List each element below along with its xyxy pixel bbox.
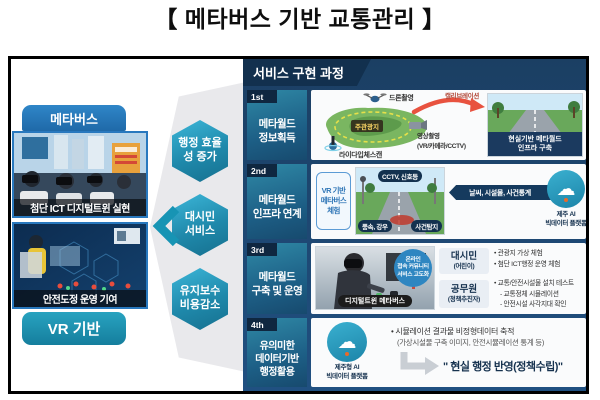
safety-caption: 안전도정 운영 기여 [14,290,146,307]
classroom-vr-photo: 첨단 ICT 디지털트윈 실현 [12,131,148,218]
calibration-label: 캘리브레이션 [445,93,480,100]
official-bullet-1: • 교통/안전시설물 설치 테스트 [494,280,574,287]
vr-label-box: VR 기반 [22,312,126,345]
jeju-ai-platform-caption: 제주 AI 빅데이터 플랫폼 [545,211,586,227]
drone-icon [363,93,387,103]
policy-quote: " 현실 행정 반영(정책수립)" [443,361,563,373]
sim-data-subnote: (가상시설물 구축 이미지, 안전시뮬레이션 통계 등) [397,338,545,347]
stage4-card: ☁ 제주형 AI 빅데이터 플랫폼 • 시뮬레이션 결과물 비정형데이터 축적 … [311,318,586,387]
incident-detect-tag: 사건탐지 [411,220,442,232]
community-service-badge: 온라인 접속 커뮤니티 서비스 고도화 [394,249,432,287]
citizen-group-name: 대시민 [450,251,478,263]
cloud-dot [345,352,349,356]
stage2-card: VR 기반 메타버스 체험 CCTV, 신호등 풍속, 강우 사건탐지 날씨, … [311,164,586,239]
cloud-icon: ☁ [547,170,585,208]
data-banner: 날씨, 시설물, 사건통계 [449,185,551,200]
stage3-card: 온라인 접속 커뮤니티 서비스 고도화 디지털트윈 메타버스 대시민 (어린이)… [311,243,586,314]
stage1-tag: 1st [247,90,277,103]
citizen-group-sub: (어린이) [453,262,475,270]
calibration-arrow-icon [411,97,485,115]
chevron-left-icon [152,204,180,253]
result-caption: 현실기반 메타월드 인프라 구축 [488,132,582,156]
metaverse-road-photo: CCTV, 신호등 풍속, 강우 사건탐지 [355,167,445,235]
process-panel-header: 서비스 구현 과정 [243,59,371,86]
video-capture-label: 영상촬영 (VR/카메라/CCTV) [417,133,466,150]
flow-arrow-icon [400,352,439,375]
vr-experience-box: VR 기반 메타버스 체험 [316,172,351,230]
citizen-bullet-1: • 관광지 가상 체험 [494,250,543,257]
citizen-bullet-2: • 첨단 ICT행정 운영 체험 [494,261,561,268]
official-bullet-2: - 교통정체 시뮬레이션 [500,291,559,298]
stage4-label-box: 4th 유의미한 데이터기반 행정활용 [247,318,307,387]
official-group-name: 공무원 [450,284,478,296]
road-illustration [488,94,582,134]
wind-rain-tag: 풍속, 강우 [358,220,392,232]
official-group-sub: (정책추진자) [447,295,481,303]
jeju-ai-platform-caption: 제주형 AI 빅데이터 플랫폼 [326,364,368,380]
official-group-label: 공무원 (정책추진자) [439,280,489,308]
page-title: 【 메타버스 기반 교통관리 】 [154,6,446,32]
cctv-signal-tag: CCTV, 신호등 [378,170,422,182]
lidar-label: 라이다입체스캔 [339,152,382,159]
digital-twin-metaverse-caption: 디지털트윈 메타버스 [338,295,412,307]
stage2-label-box: 2nd 메타월드 인프라 연계 [247,164,307,239]
metaverse-label-box: 메타버스 [22,105,126,131]
stage1-label-box: 1st 메타월드 정보획득 [247,90,307,160]
vr-user-photo: 온라인 접속 커뮤니티 서비스 고도화 디지털트윈 메타버스 [315,246,435,310]
digital-twin-caption: 첨단 ICT 디지털트윈 실현 [14,199,146,216]
stage3-label: 메타월드 구축 및 운영 [251,271,303,297]
sim-data-bullet: • 시뮬레이션 결과물 비정형데이터 축적 [391,327,515,336]
drone-label: 드론촬영 [389,95,414,102]
stage4-tag: 4th [247,318,277,331]
road-illustration [356,168,444,234]
citizen-group-label: 대시민 (어린이) [439,248,489,274]
cloud-glyph: ☁ [556,178,576,200]
benefit-hexagon-maintenance-cost: 유지보수 비용감소 [172,268,228,330]
island-site-tag: 주관광지 [351,120,383,132]
stage2-label: 메타월드 인프라 연계 [252,194,302,220]
stage2-tag: 2nd [247,164,277,177]
stage3-label-box: 3rd 메타월드 구축 및 운영 [247,243,307,314]
cloud-icon: ☁ [327,322,367,362]
cloud-dot [564,198,568,202]
cloud-glyph: ☁ [337,331,357,353]
metaworld-result-photo: 현실기반 메타월드 인프라 구축 [487,93,583,157]
stage4-label: 유의미한 데이터기반 행정활용 [255,340,299,378]
official-bullet-3: - 안전시설 사각지대 확인 [500,301,567,308]
stage3-tag: 3rd [247,243,277,256]
safety-operations-photo: 안전도정 운영 기여 [12,222,148,309]
stage1-label: 메타월드 정보획득 [258,117,296,144]
stage1-card: 주관광지 드론촬영 라이다입체스캔 영상촬영 (VR/카메라/CCTV) 캘리브… [311,90,586,160]
